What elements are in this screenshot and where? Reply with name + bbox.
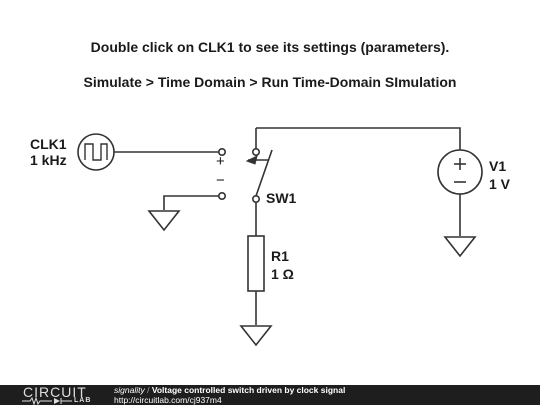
sw1-minus-terminal[interactable]	[218, 192, 227, 201]
footer-bar: CIRCUIT LAB signality / Voltage controll…	[0, 384, 540, 405]
clk1-value-label: 1 kHz	[30, 152, 67, 168]
v1-name-label: V1	[489, 158, 507, 174]
logo-text-lab: LAB	[74, 397, 92, 404]
author-link[interactable]: signality	[114, 385, 145, 395]
r1-symbol[interactable]	[247, 235, 265, 292]
wire-top	[256, 127, 461, 150]
sw1-name-label: SW1	[266, 190, 297, 206]
circuit-title: Voltage controlled switch driven by cloc…	[151, 385, 346, 395]
clk1-name-label: CLK1	[30, 136, 67, 152]
footer-caption: signality / Voltage controlled switch dr…	[114, 385, 345, 395]
logo-text-circuit: CIRCUIT	[23, 384, 87, 400]
r1-name-label: R1	[271, 248, 289, 264]
ground-symbol-v1	[443, 236, 477, 258]
sw1-plus-label: +	[216, 153, 225, 170]
footer-separator: /	[144, 385, 152, 395]
clk1-symbol[interactable]	[77, 133, 115, 171]
instruction-simulate: Simulate > Time Domain > Run Time-Domain…	[83, 74, 457, 90]
v1-symbol[interactable]	[437, 149, 483, 195]
sw1-minus-label: −	[216, 172, 225, 189]
sw1-plus-terminal[interactable]	[218, 148, 227, 157]
v1-value-label: 1 V	[489, 176, 511, 192]
ground-symbol-r1	[239, 325, 273, 347]
circuit-url-link[interactable]: http://circuitlab.com/cj937m4	[114, 395, 222, 405]
sw1-symbol[interactable]	[245, 128, 273, 204]
wire-minus-ground	[163, 195, 219, 210]
logo-waveform-icon	[22, 397, 72, 405]
r1-value-label: 1 Ω	[271, 266, 294, 282]
ground-symbol-control	[147, 210, 181, 232]
instruction-settings: Double click on CLK1 to see its settings…	[90, 39, 450, 55]
